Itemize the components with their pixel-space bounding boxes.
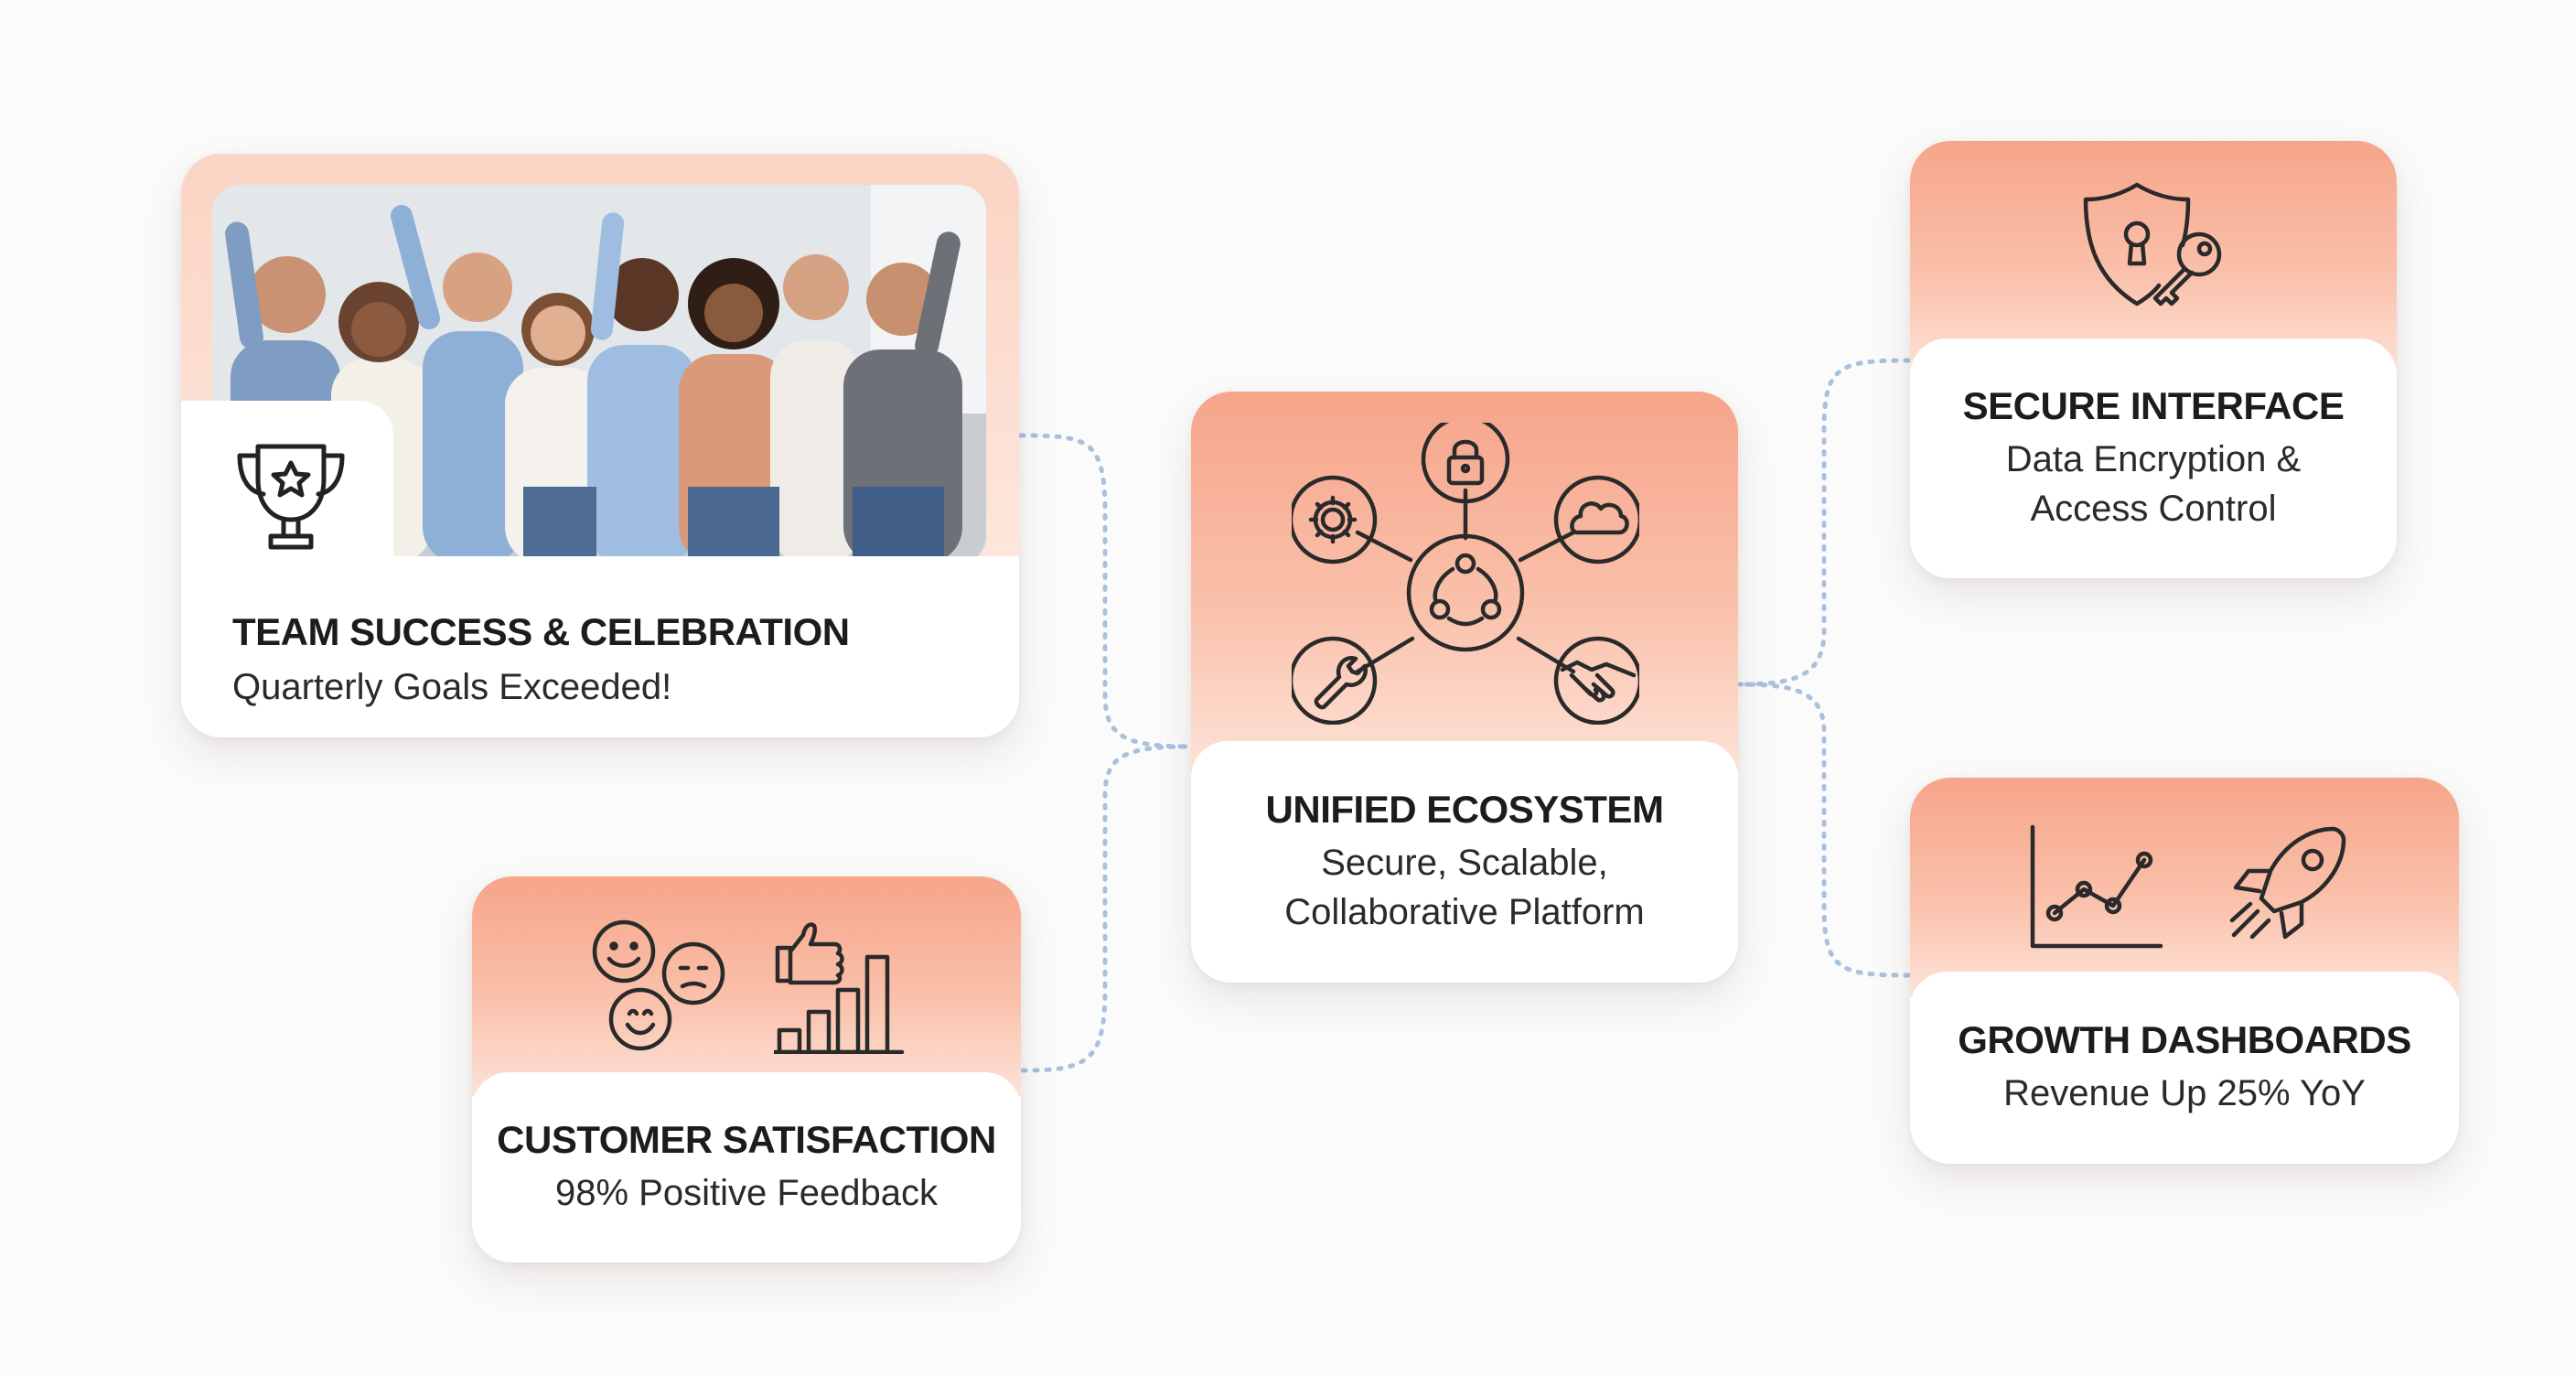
unified-card-line1: Secure, Scalable, — [1321, 843, 1608, 884]
trophy-star-icon — [237, 444, 345, 550]
customer-card-title: CUSTOMER SATISFACTION — [497, 1117, 996, 1161]
bar-chart-icon — [774, 954, 905, 1054]
neutral-face-icon — [661, 941, 725, 1005]
smile-face-icon — [608, 987, 672, 1051]
connector-team — [1018, 433, 1192, 749]
handshake-icon — [1553, 636, 1639, 725]
secure-card-line2: Access Control — [2030, 489, 2277, 530]
thumbs-up-icon — [775, 922, 844, 985]
growth-card-title: GROWTH DASHBOARDS — [1958, 1017, 2411, 1061]
team-card-title: TEAM SUCCESS & CELEBRATION — [232, 610, 850, 653]
line-chart-icon — [2030, 824, 2163, 949]
growth-card-subtitle: Revenue Up 25% YoY — [2003, 1073, 2366, 1114]
secure-card-title: SECURE INTERFACE — [1962, 383, 2345, 427]
padlock-icon — [1421, 423, 1510, 504]
key-icon — [2152, 231, 2222, 306]
secure-card-text: SECURE INTERFACE Data Encryption & Acces… — [1910, 339, 2397, 578]
secure-card-line1: Data Encryption & — [2005, 439, 2302, 480]
unified-card-text: UNIFIED ECOSYSTEM Secure, Scalable, Coll… — [1191, 741, 1738, 983]
network-hub-icon — [1292, 423, 1639, 725]
team-success-card[interactable]: TEAM SUCCESS & CELEBRATION Quarterly Goa… — [181, 154, 1019, 737]
customer-satisfaction-card[interactable]: CUSTOMER SATISFACTION 98% Positive Feedb… — [472, 876, 1021, 1263]
happy-face-icon — [592, 919, 656, 984]
unified-card-title: UNIFIED ECOSYSTEM — [1265, 787, 1664, 831]
rocket-icon — [2229, 826, 2346, 940]
customer-card-subtitle: 98% Positive Feedback — [554, 1173, 938, 1214]
customer-card-text: CUSTOMER SATISFACTION 98% Positive Feedb… — [472, 1072, 1021, 1263]
team-card-text: TEAM SUCCESS & CELEBRATION Quarterly Goa… — [181, 556, 1019, 737]
thumbs-up-bar-icon — [774, 922, 905, 1054]
connector-customer — [1020, 744, 1192, 1073]
growth-dashboards-card[interactable]: GROWTH DASHBOARDS Revenue Up 25% YoY — [1910, 778, 2459, 1164]
customer-faces-icon — [592, 919, 725, 1051]
connector-secure — [1737, 358, 1911, 687]
unified-card-line2: Collaborative Platform — [1284, 892, 1645, 933]
team-card-subtitle: Quarterly Goals Exceeded! — [232, 667, 672, 708]
secure-interface-card[interactable]: SECURE INTERFACE Data Encryption & Acces… — [1910, 141, 2397, 578]
shield-lock-icon — [2083, 182, 2222, 306]
connector-growth — [1737, 682, 1911, 978]
growth-card-text: GROWTH DASHBOARDS Revenue Up 25% YoY — [1910, 972, 2459, 1164]
cloud-icon — [1553, 475, 1639, 564]
gear-icon — [1292, 475, 1378, 564]
wrench-icon — [1292, 636, 1378, 725]
unified-ecosystem-card[interactable]: UNIFIED ECOSYSTEM Secure, Scalable, Coll… — [1191, 392, 1738, 983]
trophy-badge — [181, 401, 393, 584]
